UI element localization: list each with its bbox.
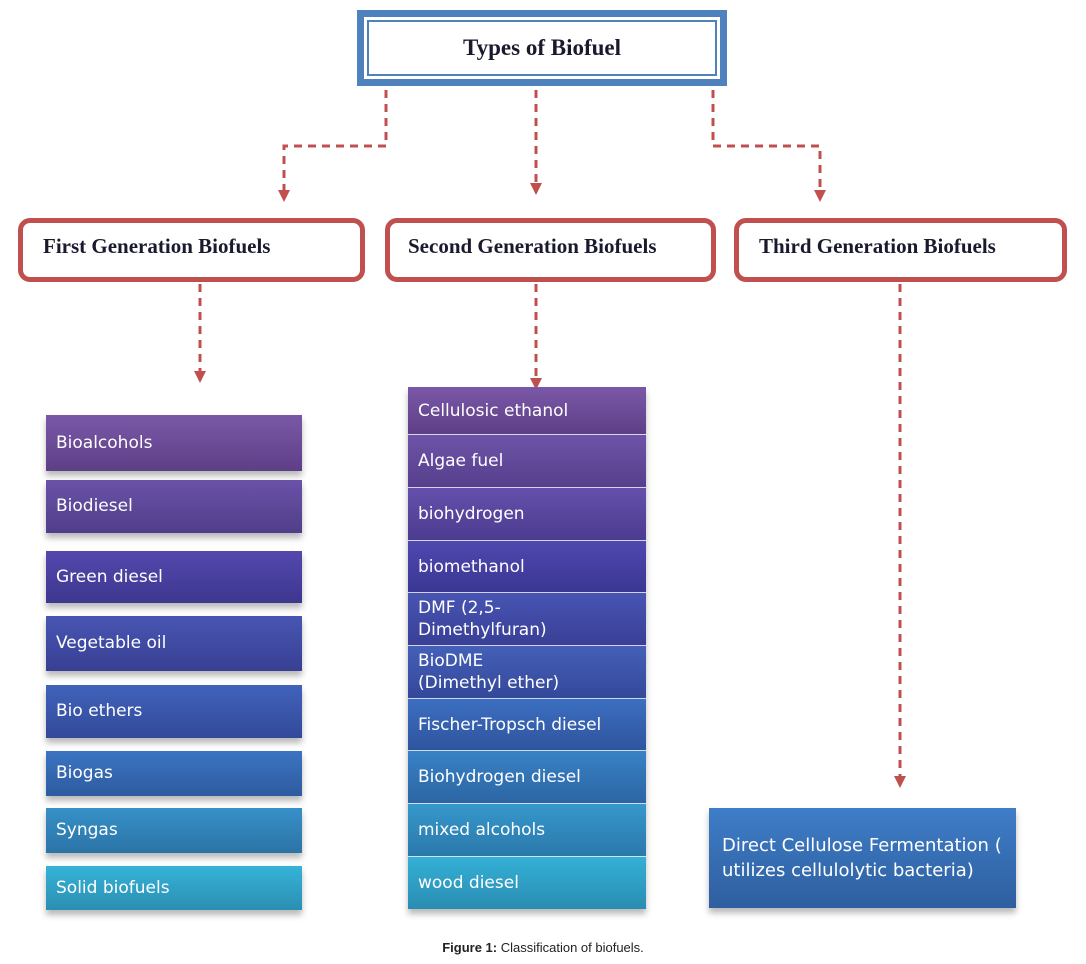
- figure-caption: Figure 1: Classification of biofuels.: [0, 940, 1086, 955]
- first-generation-item: Biogas: [46, 751, 302, 796]
- first-generation-item-text: Bioalcohols: [56, 432, 153, 453]
- second-generation-item: wood diesel: [408, 857, 646, 909]
- first-generation-item: Bio ethers: [46, 685, 302, 738]
- first-generation-item: Solid biofuels: [46, 866, 302, 910]
- first-generation-item: Syngas: [46, 808, 302, 853]
- first-generation-node: First Generation Biofuels: [18, 218, 365, 282]
- first-generation-item: Bioalcohols: [46, 415, 302, 471]
- second-generation-item: Algae fuel: [408, 435, 646, 488]
- second-generation-item: BioDME (Dimethyl ether): [408, 646, 646, 699]
- first-generation-item-text: Biodiesel: [56, 496, 133, 516]
- root-node: Types of Biofuel: [357, 10, 727, 86]
- third-generation-item-text: Direct Cellulose Fermentation ( utilizes…: [722, 835, 1002, 881]
- first-generation-item: Green diesel: [46, 551, 302, 603]
- arrowhead-third: [814, 190, 826, 202]
- third-generation-node: Third Generation Biofuels: [734, 218, 1067, 282]
- second-generation-item-text: mixed alcohols: [418, 820, 546, 840]
- root-node-inner: Types of Biofuel: [367, 20, 717, 76]
- caption-text: Classification of biofuels.: [497, 940, 644, 955]
- root-title: Types of Biofuel: [462, 35, 622, 60]
- second-generation-label: Second Generation Biofuels: [408, 233, 657, 258]
- second-generation-item: Biohydrogen diesel: [408, 751, 646, 804]
- second-generation-item: Cellulosic ethanol: [408, 387, 646, 435]
- first-generation-item-text: Bio ethers: [56, 701, 143, 721]
- connector-root-to-first: [282, 90, 388, 190]
- caption-label: Figure 1:: [442, 940, 498, 955]
- second-generation-item: mixed alcohols: [408, 804, 646, 857]
- second-generation-item: biomethanol: [408, 541, 646, 593]
- second-generation-item: biohydrogen: [408, 488, 646, 541]
- arrowhead-first: [278, 190, 290, 202]
- first-generation-item: Biodiesel: [46, 480, 302, 533]
- connector-root-to-third: [711, 90, 822, 190]
- third-generation-item: Direct Cellulose Fermentation ( utilizes…: [709, 808, 1016, 908]
- arrowhead-second: [530, 183, 542, 195]
- second-generation-item-text: wood diesel: [418, 873, 519, 893]
- second-generation-item: DMF (2,5-Dimethylfuran): [408, 593, 646, 646]
- arrowhead-third-items: [894, 776, 906, 788]
- second-generation-item: Fischer-Tropsch diesel: [408, 699, 646, 751]
- second-generation-node: Second Generation Biofuels: [385, 218, 716, 282]
- second-generation-item-text: Fischer-Tropsch diesel: [418, 714, 602, 735]
- second-generation-item-text: biohydrogen: [418, 504, 525, 524]
- first-generation-item-text: Biogas: [56, 763, 113, 783]
- second-generation-item-text: Algae fuel: [418, 451, 504, 471]
- first-generation-item: Vegetable oil: [46, 616, 302, 671]
- first-generation-item-text: Syngas: [56, 820, 118, 840]
- first-generation-item-text: Green diesel: [56, 566, 163, 587]
- first-generation-item-text: Solid biofuels: [56, 877, 170, 898]
- second-generation-item-text: biomethanol: [418, 556, 525, 577]
- arrowhead-second-items: [530, 378, 542, 390]
- second-generation-item-text: Cellulosic ethanol: [418, 400, 569, 421]
- arrowhead-first-items: [194, 371, 206, 383]
- second-generation-item-text: DMF (2,5-Dimethylfuran): [418, 598, 547, 640]
- first-generation-label: First Generation Biofuels: [43, 233, 271, 258]
- second-generation-item-text: BioDME (Dimethyl ether): [418, 651, 560, 693]
- second-generation-item-text: Biohydrogen diesel: [418, 767, 581, 787]
- third-generation-label: Third Generation Biofuels: [759, 233, 996, 258]
- first-generation-item-text: Vegetable oil: [56, 633, 167, 653]
